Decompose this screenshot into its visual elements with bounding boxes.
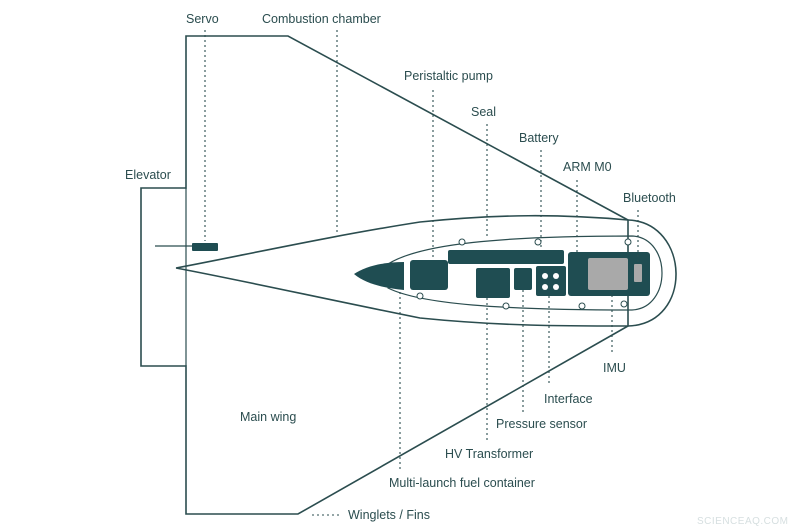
label-interface: Interface — [544, 392, 593, 406]
bluetooth-module — [634, 264, 642, 282]
label-arm-m0: ARM M0 — [563, 160, 612, 174]
interface-pin — [542, 273, 548, 279]
battery — [448, 250, 564, 264]
interface — [536, 266, 566, 296]
mount-hole — [578, 302, 586, 310]
interface-pin — [553, 273, 559, 279]
label-main-wing: Main wing — [240, 410, 296, 424]
combustion-chamber-channel — [175, 214, 629, 327]
label-fuel-container: Multi-launch fuel container — [389, 476, 535, 490]
mount-hole — [458, 238, 466, 246]
mount-hole — [620, 300, 628, 308]
fuselage-nose — [627, 219, 677, 327]
label-servo: Servo — [186, 12, 219, 26]
label-seal: Seal — [471, 105, 496, 119]
servo-body — [192, 243, 218, 251]
watermark: SCIENCEAQ.COM — [697, 516, 789, 527]
imu-sensor — [588, 258, 628, 290]
pressure-sensor — [514, 268, 532, 290]
main-wing-outline — [140, 35, 629, 515]
mount-hole — [624, 238, 632, 246]
label-winglets-fins: Winglets / Fins — [348, 508, 430, 522]
label-pressure-sensor: Pressure sensor — [496, 417, 587, 431]
peristaltic-pump — [410, 260, 448, 290]
label-bluetooth: Bluetooth — [623, 191, 676, 205]
interface-pin — [542, 284, 548, 290]
label-battery: Battery — [519, 131, 559, 145]
mount-hole — [416, 292, 424, 300]
mount-hole — [534, 238, 542, 246]
label-combustion-chamber: Combustion chamber — [262, 12, 381, 26]
hv-transformer — [476, 268, 510, 298]
electronics-bay-outline — [387, 235, 663, 311]
label-imu: IMU — [603, 361, 626, 375]
label-peristaltic-pump: Peristaltic pump — [404, 69, 493, 83]
interface-pin — [553, 284, 559, 290]
label-elevator: Elevator — [125, 168, 171, 182]
fuel-cone — [354, 262, 404, 290]
mount-hole — [502, 302, 510, 310]
label-hv-transformer: HV Transformer — [445, 447, 533, 461]
